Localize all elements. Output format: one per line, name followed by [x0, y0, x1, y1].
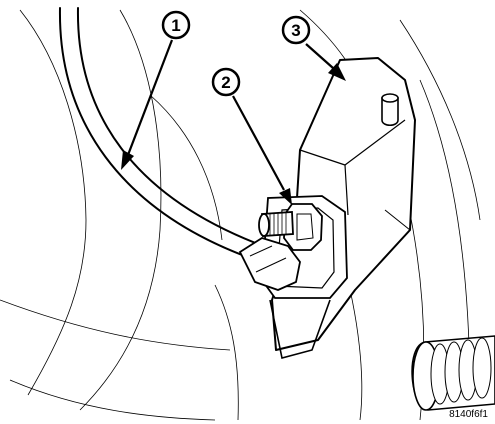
callout-2-label: 2: [221, 73, 230, 92]
bracket-bolt: [381, 93, 399, 127]
leader-2: [232, 95, 285, 191]
hub-stud: [411, 335, 495, 411]
arrowhead-1: [121, 150, 134, 170]
callout-3-label: 3: [291, 21, 300, 40]
callout-2: 2: [211, 67, 241, 97]
figure-code: 8140f6f1: [449, 409, 488, 420]
leader-3: [305, 43, 334, 69]
arrowhead-3: [328, 63, 346, 81]
arrowhead-2: [279, 188, 292, 205]
leader-arrows: [121, 39, 346, 205]
leader-1: [126, 39, 174, 156]
sensor-cable: [58, 7, 259, 259]
callout-1: 1: [161, 10, 191, 40]
cable-boot: [238, 237, 301, 291]
callout-3: 3: [281, 15, 311, 45]
callout-1-label: 1: [171, 16, 180, 35]
bracket-lower: [269, 299, 331, 359]
wheel-speed-sensor: [258, 203, 323, 251]
